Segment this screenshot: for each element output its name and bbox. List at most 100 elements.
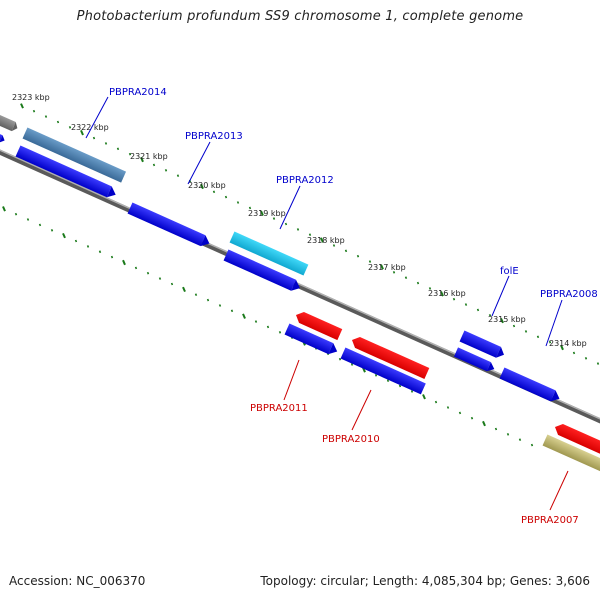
tick-mark [110,255,114,259]
tick-mark [164,169,168,172]
tick-mark [380,264,384,270]
tick-mark [374,374,378,377]
tick-mark [356,254,360,258]
gene-pbpra2008 [499,367,560,402]
tick-mark [386,379,390,382]
gene-pbpra2011-red [296,311,343,341]
tick-mark [74,239,78,243]
gene-blue-a [15,145,116,198]
tick-mark [548,340,552,344]
tick-mark [44,115,48,118]
tick-mark [494,427,498,431]
tick-mark [14,212,18,216]
tick-mark [338,357,342,361]
tick-mark [56,120,60,124]
scale-label: 2321 kbp [130,152,168,161]
tick-mark [194,293,198,296]
tick-mark [524,330,528,333]
tick-mark [128,152,132,156]
gene-label-pbpra2012: PBPRA2012 [276,175,334,186]
tick-mark [536,335,540,339]
inner-tick-ring [2,206,534,447]
scale-label: 2317 kbp [368,263,406,272]
tick-mark [236,201,240,204]
tick-mark [50,229,54,232]
gene-features [0,111,600,475]
tick-mark [134,266,138,270]
gene-blue-b [223,249,300,291]
gene-blue-partial [0,130,5,143]
tick-mark [254,320,258,323]
tick-mark [296,228,300,231]
tick-mark [446,406,450,409]
tick-mark [140,156,144,163]
tick-mark [224,195,228,199]
tick-mark [260,210,264,216]
tick-mark [158,277,162,280]
tick-mark [2,206,6,212]
gene-label-pbpra2014: PBPRA2014 [109,87,167,98]
tick-mark [38,223,42,227]
tick-mark [122,259,126,266]
tick-mark [458,411,462,415]
outer-tick-ring [20,103,600,365]
tick-mark [146,271,150,275]
tick-mark [428,287,432,290]
gene-pbpra2010-red [352,336,430,379]
tick-mark [152,163,156,167]
gene-fole [459,330,504,358]
gene-blue-d [284,323,338,355]
tick-mark [404,276,408,279]
accession-label: Accession: NC_006370 [9,574,146,588]
tick-mark [530,443,534,447]
tick-mark [368,260,372,263]
tick-mark [230,309,234,313]
gene-pbpra2007-red [555,423,600,457]
tick-mark [416,281,420,285]
scale-labels: 2323 kbp 2322 kbp 2321 kbp 2320 kbp 2319… [12,93,587,348]
tick-mark [284,222,288,226]
tick-mark [584,357,588,360]
gene-label-pbpra2008: PBPRA2008 [540,289,598,300]
map-title: Photobacterium profundum SS9 chromosome … [76,9,524,24]
tick-mark [308,233,312,236]
tick-mark [176,174,180,177]
gene-labels: PBPRA2014 PBPRA2013 PBPRA2012 folE PBPRA… [109,87,598,526]
tick-mark [86,245,90,248]
tick-mark [206,298,210,302]
tick-mark [350,363,354,366]
gene-label-pbpra2013: PBPRA2013 [185,131,243,142]
gene-label-fole: folE [500,266,519,277]
tick-mark [476,308,480,312]
gene-pbpra2014 [22,127,127,183]
tick-mark [320,237,324,243]
scale-label: 2320 kbp [188,181,226,190]
tick-mark [470,416,474,420]
gene-label-pbpra2011: PBPRA2011 [250,403,308,414]
tick-mark [392,271,396,274]
tick-mark [26,218,30,221]
tick-mark [560,344,564,351]
tick-mark [266,325,270,329]
tick-mark [422,394,426,400]
tick-mark [332,244,336,247]
genome-summary: Topology: circular; Length: 4,085,304 bp… [260,574,590,588]
tick-mark [20,103,24,109]
gene-pbpra2013 [127,202,210,247]
gene-grey-partial [0,111,18,132]
tick-mark [596,362,600,365]
tick-mark [98,250,102,254]
scale-label: 2315 kbp [488,315,526,324]
gene-blue-e [340,347,426,395]
scale-label: 2322 kbp [71,123,109,132]
tick-mark [170,282,174,286]
tick-mark [512,324,516,328]
tick-mark [200,183,204,190]
scale-label: 2314 kbp [549,339,587,348]
tick-mark [116,147,120,151]
gene-label-pbpra2010: PBPRA2010 [322,434,380,445]
scale-label: 2319 kbp [248,209,286,218]
gene-olive [542,434,600,475]
gene-blue-c [453,347,495,372]
